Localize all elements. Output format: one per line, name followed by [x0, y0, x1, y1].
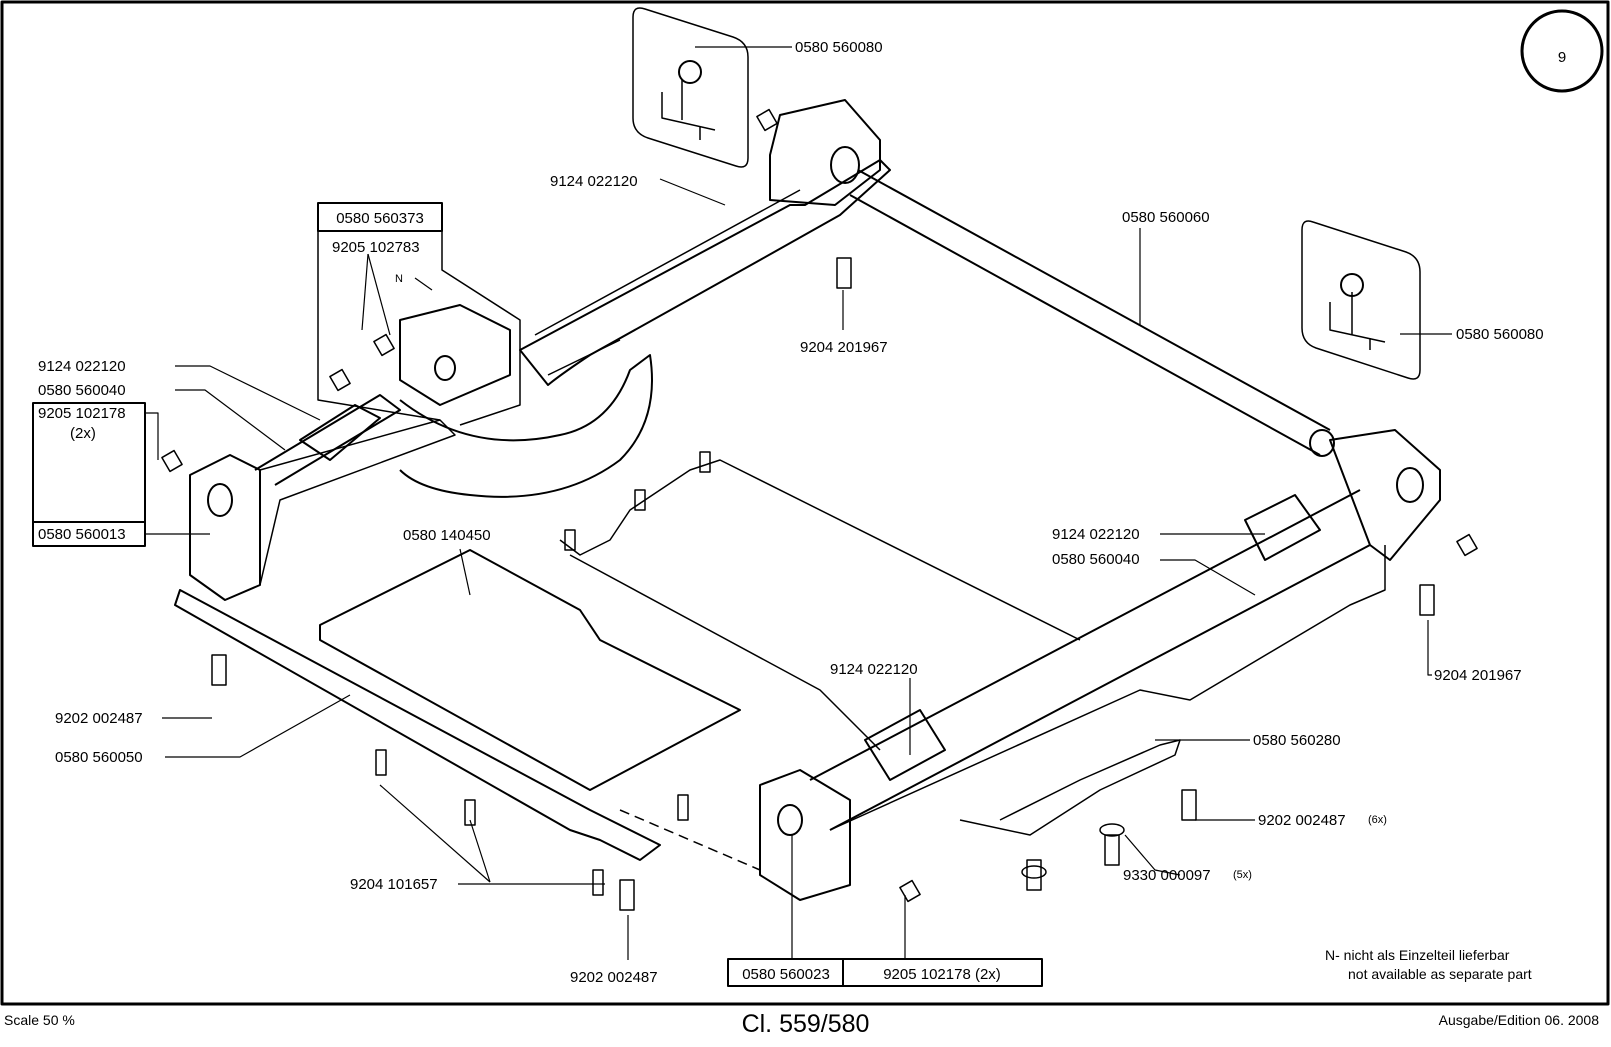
label-sticker-right	[1301, 220, 1421, 380]
left-end-block	[189, 454, 261, 601]
label-002487-left: 9202 002487	[55, 710, 143, 727]
label-002487-bottom: 9202 002487	[570, 969, 658, 986]
assembly-dash-line	[619, 809, 761, 871]
label-000097-qty: (5x)	[1233, 869, 1252, 881]
label-560023: 0580 560023	[742, 966, 830, 983]
part-labels: 9 0580 560080 9124 022120 0580 560373 92…	[38, 39, 1566, 986]
bottom-end-block	[759, 769, 851, 901]
label-560373: 0580 560373	[336, 210, 424, 227]
box-560373-callout	[317, 231, 521, 426]
label-000097: 9330 000097	[1123, 867, 1211, 884]
label-002487-right: 9202 002487	[1258, 812, 1346, 829]
label-560080-top: 0580 560080	[795, 39, 883, 56]
label-201967-right: 9204 201967	[1434, 667, 1522, 684]
frame-left-arc	[399, 354, 653, 498]
label-102178: 9205 102178	[38, 405, 126, 422]
label-560040-right: 0580 560040	[1052, 551, 1140, 568]
n-part-block	[399, 304, 511, 406]
left-shaft	[254, 394, 401, 486]
page-number: 9	[1558, 49, 1566, 66]
label-022120-a: 9124 022120	[550, 173, 638, 190]
label-102178-bottom: 9205 102178 (2x)	[883, 966, 1001, 983]
label-560050: 0580 560050	[55, 749, 143, 766]
right-shaft	[809, 489, 1371, 831]
right-hinge-block	[1329, 429, 1441, 561]
right-bushing-lower	[864, 709, 946, 781]
label-560013: 0580 560013	[38, 526, 126, 543]
box-560373	[317, 202, 443, 232]
label-sticker-top	[632, 7, 749, 168]
label-560280: 0580 560280	[1253, 732, 1341, 749]
bracket-560280	[959, 739, 1181, 836]
right-bushing-upper	[1244, 494, 1321, 561]
label-022120-d: 9124 022120	[830, 661, 918, 678]
label-022120-b: 9124 022120	[38, 358, 126, 375]
page-number-circle	[1520, 9, 1604, 93]
left-bushing	[299, 404, 381, 461]
rod-560050	[174, 589, 661, 861]
label-102178-qty: (2x)	[70, 425, 96, 442]
note-line-german: N- nicht als Einzelteil lieferbar	[1325, 947, 1510, 963]
screws	[161, 108, 1478, 911]
leader-lines	[145, 46, 1452, 960]
label-560080-right: 0580 560080	[1456, 326, 1544, 343]
label-560060: 0580 560060	[1122, 209, 1210, 226]
cable	[559, 459, 1081, 751]
box-102178	[32, 402, 146, 547]
label-201967-top: 9204 201967	[800, 339, 888, 356]
footer-title: Cl. 559/580	[741, 1010, 870, 1038]
note-line-english: not available as separate part	[1348, 966, 1532, 982]
footer-scale: Scale 50 %	[4, 1012, 75, 1028]
plate-140450	[319, 549, 741, 791]
label-102783: 9205 102783	[332, 239, 420, 256]
frame-lower-rail	[829, 545, 1386, 831]
sheet-border	[0, 0, 1610, 1006]
label-560040-left: 0580 560040	[38, 382, 126, 399]
footer-edition: Ausgabe/Edition 06. 2008	[1438, 1012, 1599, 1028]
availability-note: N- nicht als Einzelteil lieferbar not av…	[1325, 946, 1532, 984]
label-n-marker: N	[395, 273, 403, 285]
washers	[1021, 823, 1125, 879]
label-002487-right-qty: (6x)	[1368, 814, 1387, 826]
label-101657: 9204 101657	[350, 876, 438, 893]
upper-hinge-block	[769, 99, 881, 206]
label-140450: 0580 140450	[403, 527, 491, 544]
rail-560060	[849, 169, 1331, 456]
label-022120-c: 9124 022120	[1052, 526, 1140, 543]
